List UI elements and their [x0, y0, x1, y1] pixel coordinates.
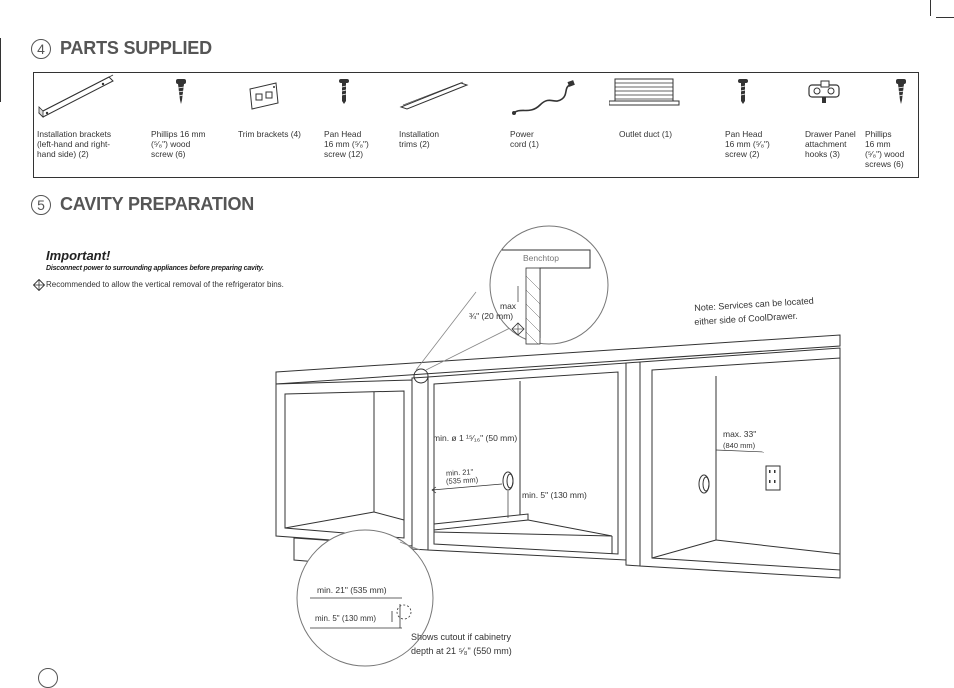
crosshair-icon: [33, 279, 45, 291]
part-phillips-wood-screw: Phillips 16 mm (⁵⁄₈") wood screw (6): [151, 73, 231, 177]
parts-section-heading: 4 PARTS SUPPLIED: [31, 38, 212, 59]
hole-diameter-label: min. ø 1 ¹⁵⁄₁₆" (50 mm): [433, 433, 518, 443]
max-33-label: max. 33": [723, 429, 757, 439]
min-21-mm-label: (535 mm): [445, 475, 479, 486]
part-pan-head-screw-2: Pan Head 16 mm (⁵⁄₈") screw (2): [725, 73, 797, 177]
part-label: Outlet duct (1): [619, 129, 673, 139]
max-value-label: ¾" (20 mm): [469, 311, 514, 321]
pan-head-screw-icon: [738, 79, 748, 104]
trim-bracket-icon: [249, 82, 279, 110]
cutout-note-line-1: Shows cutout if cabinetry: [411, 632, 512, 642]
max-33-mm-label: (840 mm): [723, 441, 756, 450]
installation-trim-icon: [399, 81, 469, 110]
wood-screw-icon: [896, 79, 906, 104]
hinge-hook-icon: [808, 80, 840, 103]
part-installation-brackets: Installation brackets (left-hand and rig…: [37, 73, 147, 177]
part-label: Pan Head 16 mm (⁵⁄₈") screw (2): [725, 129, 770, 159]
part-phillips-wood-screws: Phillips 16 mm (⁵⁄₈") wood screws (6): [865, 73, 917, 177]
part-trim-brackets: Trim brackets (4): [238, 73, 318, 177]
important-warning: Disconnect power to surrounding applianc…: [46, 265, 264, 272]
wood-screw-icon: [176, 79, 186, 104]
part-drawer-panel-hooks: Drawer Panel attachment hooks (3): [805, 73, 865, 177]
part-label: Trim brackets (4): [238, 129, 301, 139]
benchtop-label: Benchtop: [523, 253, 559, 263]
parts-supplied-box: Installation brackets (left-hand and rig…: [33, 72, 919, 178]
part-outlet-duct: Outlet duct (1): [609, 73, 719, 177]
next-section-circle: [38, 668, 58, 688]
part-power-cord: Power cord (1): [510, 73, 610, 177]
part-label: Drawer Panel attachment hooks (3): [805, 129, 856, 159]
section-title: PARTS SUPPLIED: [60, 38, 212, 58]
crop-mark-right: [936, 17, 954, 18]
part-pan-head-screw-12: Pan Head 16 mm (⁵⁄₈") screw (12): [324, 73, 394, 177]
part-label: Phillips 16 mm (⁵⁄₈") wood screw (6): [151, 129, 206, 159]
important-title: Important!: [46, 248, 111, 263]
part-label: Pan Head 16 mm (⁵⁄₈") screw (12): [324, 129, 369, 159]
important-note: Recommended to allow the vertical remova…: [46, 280, 284, 289]
max-label: max: [500, 301, 517, 311]
section-number: 4: [31, 38, 51, 59]
min-5-label: min. 5" (130 mm): [522, 490, 587, 500]
part-label: Installation trims (2): [399, 129, 440, 149]
part-label: Power cord (1): [510, 129, 539, 149]
installation-bracket-icon: [38, 74, 114, 118]
outlet-duct-icon: [609, 78, 680, 106]
section-title: CAVITY PREPARATION: [60, 194, 255, 214]
section-number: 5: [31, 194, 51, 215]
power-cord-icon: [512, 80, 575, 115]
crop-mark-top-right: [930, 0, 931, 16]
cutout-note-line-2: depth at 21 ⁵⁄₈" (550 mm): [411, 646, 512, 656]
detail-min-5-label: min. 5" (130 mm): [315, 614, 377, 623]
detail-min-21-label: min. 21" (535 mm): [317, 585, 387, 595]
part-label: Installation brackets (left-hand and rig…: [37, 129, 112, 159]
part-label: Phillips 16 mm (⁵⁄₈") wood screws (6): [865, 129, 905, 169]
crop-mark-left: [0, 38, 1, 102]
cavity-section-heading: 5 CAVITY PREPARATION: [31, 194, 254, 215]
pan-head-screw-icon: [339, 79, 349, 104]
part-installation-trims: Installation trims (2): [399, 73, 499, 177]
